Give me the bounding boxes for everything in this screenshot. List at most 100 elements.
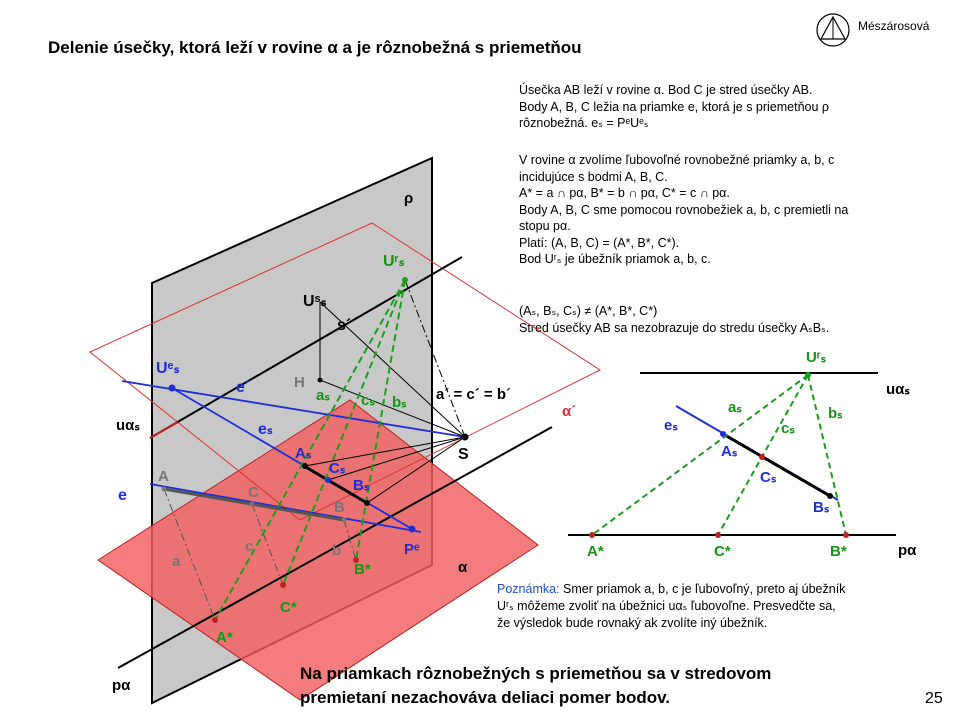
- paragraph-3-line: Stred úsečky AB sa nezobrazuje do stredu…: [519, 320, 830, 335]
- point-A: [161, 486, 167, 492]
- right-point-Bs: [827, 493, 833, 499]
- conclusion-line: premietaní nezachováva deliaci pomer bod…: [300, 688, 671, 707]
- plane-alpha: [97, 399, 539, 701]
- point-Bs: [364, 500, 370, 506]
- label-S: S: [458, 446, 469, 463]
- point-A-star: [212, 617, 218, 623]
- author-name: Mészárosová: [858, 19, 930, 33]
- label-c: c: [245, 538, 253, 555]
- label-A: A: [158, 468, 169, 485]
- right-label-As: Aₛ: [721, 443, 738, 460]
- note-line-2: Uʳₛ môžeme zvoliť na úbežnici uαₛ ľubovo…: [497, 599, 836, 613]
- note: Poznámka: Smer priamok a, b, c je ľubovo…: [497, 581, 947, 632]
- label-e-s: eₛ: [258, 421, 273, 438]
- paragraph-2-line: Bod Uʳₛ je úbežník priamok a, b, c.: [519, 252, 711, 266]
- paragraph-2-line: incidujúce s bodmi A, B, C.: [519, 169, 668, 184]
- point-As: [302, 463, 308, 469]
- label-a: a: [172, 553, 181, 570]
- label-C-star: C*: [280, 599, 297, 616]
- ray-S-Cs: [327, 436, 466, 481]
- paragraph-2: V rovine α zvolíme ľubovoľné rovnobežné …: [519, 152, 939, 268]
- ray-S-As: [304, 436, 466, 467]
- paragraph-2-line: stopu pα.: [519, 219, 571, 233]
- paragraph-3-line: (Aₛ, Bₛ, Cₛ) ≠ (A*, B*, C*): [519, 304, 658, 318]
- right-label-c-s: cₛ: [781, 420, 795, 437]
- paragraph-1-line: Úsečka AB leží v rovine α. Bod C je stre…: [519, 83, 813, 97]
- line-e: [149, 483, 422, 533]
- segment-AB: [163, 487, 345, 522]
- label-b: b: [332, 542, 341, 559]
- conclusion: Na priamkach rôznobežných s priemetňou s…: [300, 662, 900, 710]
- right-label-u-alpha-s: uαₛ: [886, 381, 910, 398]
- line-a-s: [214, 279, 406, 621]
- point-S: [461, 433, 469, 441]
- label-u-alpha-s: uαₛ: [116, 417, 140, 434]
- label-a-s: aₛ: [316, 387, 330, 404]
- note-line-3: že výsledok bude rovnaký ak zvolíte iný …: [497, 616, 768, 630]
- line-b-s: [355, 279, 406, 561]
- label-Bs: Bₛ: [353, 477, 370, 494]
- right-label-A-star: A*: [587, 543, 604, 560]
- line-e-s: [171, 387, 413, 530]
- point-Pe: [408, 525, 416, 533]
- line-c: [251, 503, 284, 586]
- right-line-c-s: [717, 374, 809, 536]
- right-point-B-star: [843, 532, 849, 538]
- note-text: Smer priamok a, b, c je ľubovoľný, preto…: [559, 582, 846, 596]
- point-Cs: [325, 477, 331, 483]
- vanishing-line-red-part: [149, 421, 179, 439]
- trace-p-alpha: [117, 426, 553, 669]
- right-label-b-s: bₛ: [828, 405, 843, 422]
- line-b: [343, 519, 357, 561]
- paragraph-2-line: Body A, B, C sme pomocou rovnobežiek a, …: [519, 202, 849, 217]
- paragraph-2-line: A* = a ∩ pα, B* = b ∩ pα, C* = c ∩ pα.: [519, 186, 730, 200]
- label-Urs: Uʳₛ: [383, 253, 405, 270]
- line-a: [163, 488, 216, 621]
- paragraph-1-line: Body A, B, C ležia na priamke e, ktorá j…: [519, 99, 830, 114]
- label-As: Aₛ: [295, 445, 312, 462]
- ray-s-prime: [319, 301, 466, 438]
- paragraph-3: (Aₛ, Bₛ, Cₛ) ≠ (A*, B*, C*) Stred úsečky…: [519, 303, 939, 336]
- paragraph-2-line: Platí: (A, B, C) = (A*, B*, C*).: [519, 235, 680, 250]
- right-point-Cs: [759, 454, 765, 460]
- right-label-B-star: B*: [830, 543, 847, 560]
- point-Ues: [168, 384, 176, 392]
- right-line-a-s: [591, 374, 809, 536]
- right-label-p-alpha: pα: [898, 542, 917, 559]
- right-segment-AsBs: [722, 432, 831, 498]
- label-H: H: [294, 374, 305, 391]
- right-point-C-star: [715, 532, 721, 538]
- right-label-Urs: Uʳₛ: [806, 349, 827, 366]
- label-b-s: bₛ: [392, 394, 407, 411]
- point-Urs: [402, 277, 408, 283]
- label-rho: ρ: [404, 190, 413, 207]
- right-point-A-star: [589, 532, 595, 538]
- label-s-prime: s´: [337, 317, 351, 334]
- right-point-Urs: [805, 372, 811, 378]
- label-B: B: [334, 499, 345, 516]
- label-B-star: B*: [354, 561, 371, 578]
- label-prime-eq: a´ = c´ = b´: [436, 386, 511, 403]
- line-e-prime: [121, 380, 466, 438]
- right-point-As: [720, 431, 726, 437]
- paragraph-2-line: V rovine α zvolíme ľubovoľné rovnobežné …: [519, 153, 835, 167]
- label-alpha-prime: α´: [562, 403, 576, 420]
- ray-S-H: [319, 379, 466, 438]
- plane-alpha-prime-outline: [89, 222, 602, 521]
- right-label-a-s: aₛ: [728, 399, 742, 416]
- label-p-alpha: pα: [112, 677, 131, 694]
- right-label-e-s: eₛ: [664, 417, 678, 434]
- line-c-s: [282, 279, 406, 586]
- right-line-e-s: [675, 405, 839, 501]
- right-label-Cs: Cₛ: [760, 469, 777, 486]
- slide-title: Delenie úsečky, ktorá leží v rovine α a …: [48, 38, 582, 57]
- label-A-star: A*: [216, 629, 233, 646]
- label-Cs: Cₛ: [329, 460, 346, 477]
- right-label-C-star: C*: [714, 543, 731, 560]
- point-B-star: [353, 557, 359, 563]
- point-B: [341, 517, 347, 523]
- right-label-Bs: Bₛ: [813, 499, 830, 516]
- note-line-1: Poznámka: Smer priamok a, b, c je ľubovo…: [497, 581, 947, 598]
- page-number: 25: [925, 690, 943, 707]
- label-C: C: [248, 484, 259, 501]
